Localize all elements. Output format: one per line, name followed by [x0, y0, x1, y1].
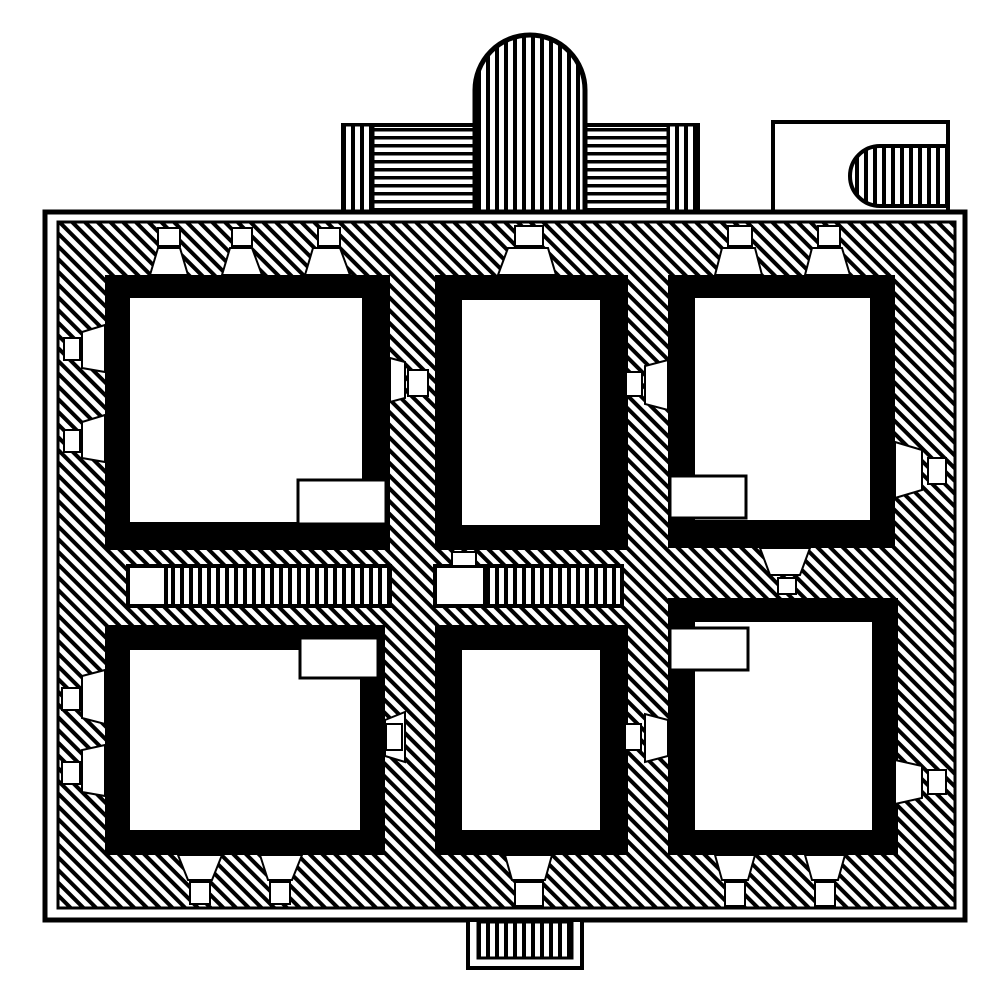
room-bottom-center — [435, 625, 628, 855]
room-top-left — [105, 275, 390, 550]
stairs — [126, 564, 624, 608]
room-bottom-left — [105, 625, 385, 855]
room-top-right — [668, 275, 895, 548]
annex — [771, 120, 950, 216]
room-bottom-right — [668, 598, 898, 855]
annex-niche — [848, 144, 950, 208]
entrance-steps — [466, 918, 584, 970]
portico — [341, 32, 700, 218]
apse — [472, 32, 588, 218]
room-top-center — [435, 275, 628, 550]
windows — [61, 225, 947, 907]
rooms — [105, 275, 898, 855]
